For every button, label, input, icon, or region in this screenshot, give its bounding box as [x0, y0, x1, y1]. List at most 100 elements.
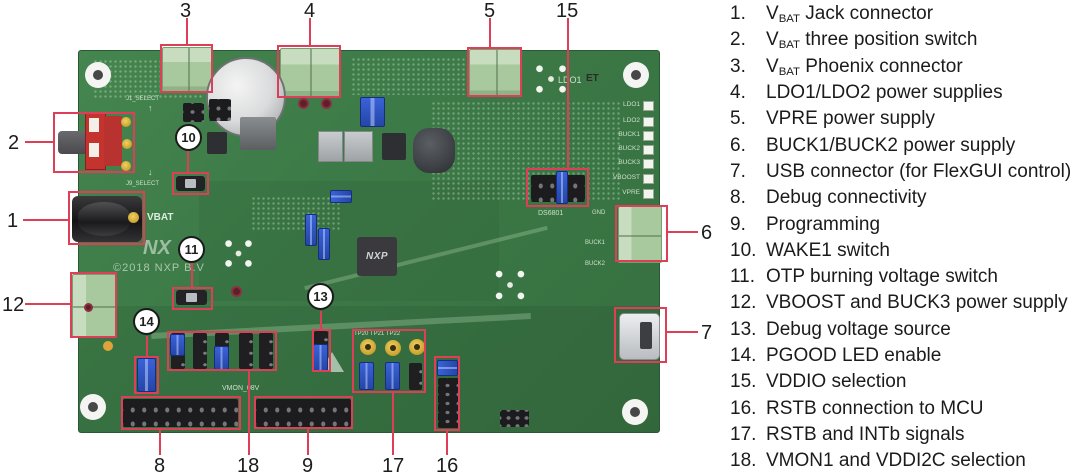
callout-label-15: 15: [556, 0, 579, 22]
legend-item-3: 3. VBAT Phoenix connector: [730, 54, 1078, 80]
legend-item-text: VBAT three position switch: [766, 29, 978, 52]
callout-line-17: [392, 393, 394, 455]
legend-item-text: VBOOST and BUCK3 power supply: [766, 292, 1068, 314]
callout-label-3: 3: [180, 0, 192, 22]
legend-item-text: VBAT Phoenix connector: [766, 55, 963, 78]
pmic-chip-label: NXP: [365, 251, 389, 262]
vbat-switch-pins: [104, 116, 122, 166]
header-2x2: [209, 99, 231, 121]
legend-item-number: 12.: [730, 292, 757, 314]
legend-item-text: VDDIO selection: [766, 371, 907, 393]
jumper-blue: [330, 190, 352, 203]
vddio-jumper: [556, 171, 568, 204]
legend-item-2: 2.VBAT three position switch: [730, 27, 1078, 53]
callout-box-10: [172, 172, 209, 195]
callout-box-6: [615, 205, 668, 262]
led-buck1: [643, 131, 654, 141]
legend-item-13: 13. Debug voltage source: [730, 317, 1078, 343]
silkscreen-led-label: BUCK3: [618, 159, 640, 166]
silkscreen-vmon: VMON_08V: [222, 385, 260, 392]
silkscreen-vbat: VBAT: [147, 212, 174, 223]
silkscreen-j9-select: J9_SELECT: [126, 181, 160, 187]
jumper-blue: [359, 362, 374, 390]
legend-item-number: 18.: [730, 450, 757, 472]
terminal-block-ldo: [280, 48, 340, 98]
switch-pin: [121, 161, 131, 171]
ic-component: [207, 132, 227, 154]
legend-item-text: VMON1 and VDDI2C selection: [766, 450, 1026, 472]
nxp-logo: NX: [143, 237, 171, 259]
legend-item-1: 1.VBAT Jack connector: [730, 1, 1078, 27]
callout-line-9: [307, 429, 309, 455]
callout-label-18: 18: [237, 455, 260, 474]
terminal-block-buck12: [618, 206, 662, 263]
otp-switch: [176, 290, 207, 305]
led-ldo1: [643, 101, 654, 111]
callout-line-5: [489, 18, 491, 47]
legend-item-8: 8.Debug connectivity: [730, 185, 1078, 211]
callout-box-3: [160, 44, 213, 93]
led-buck3: [643, 159, 654, 169]
pgood-jumper: [137, 358, 156, 392]
callout-line-12: [25, 303, 70, 305]
legend-item-text: USB connector (for FlexGUI control): [766, 160, 1072, 182]
legend-item-number: 9.: [730, 213, 746, 235]
led-buck2: [643, 145, 654, 155]
test-point-gold: [385, 340, 401, 356]
legend-item-number: 3.: [730, 55, 746, 77]
callout-label-17: 17: [382, 455, 405, 474]
legend-item-14: 14.PGOOD LED enable: [730, 343, 1078, 369]
unpopulated-pads: [533, 63, 569, 95]
jack-pin: [128, 212, 139, 223]
silkscreen-dot-grid: [251, 196, 341, 231]
silkscreen-ds6801: DS6801: [538, 210, 564, 217]
unpopulated-pads: [223, 238, 254, 269]
callout-line-4: [309, 18, 311, 45]
silkscreen-copyright: ©2018 NXP B.V: [113, 262, 205, 274]
led-vboost: [643, 174, 654, 184]
callout-line-10: [187, 151, 189, 172]
switch-pin: [122, 139, 132, 149]
silkscreen-led-label: VBOOST: [612, 174, 640, 181]
mounting-hole: [80, 394, 106, 420]
test-point: [231, 286, 242, 297]
legend-item-number: 11.: [730, 266, 756, 288]
legend-item-text: PGOOD LED enable: [766, 345, 942, 366]
small-header: [500, 410, 529, 427]
capacitor: [344, 131, 373, 162]
silkscreen-et: ET: [586, 73, 599, 84]
legend-item-text: BUCK1/BUCK2 power supply: [766, 134, 1016, 156]
legend-item-12: 12. VBOOST and BUCK3 power supply: [730, 290, 1078, 316]
callout-label-16: 16: [436, 455, 459, 474]
silkscreen-arrow-up: ↑: [148, 103, 153, 113]
test-point-orange: [103, 341, 113, 351]
silkscreen-led-label: VPRE: [622, 189, 640, 196]
legend-item-number: 15.: [730, 371, 757, 393]
vbat-jack-barrel: [78, 202, 130, 236]
callout-circle-13: 13: [307, 283, 334, 310]
callout-box-12: [70, 272, 117, 338]
legend-item-number: 10.: [730, 239, 757, 261]
legend-item-text: Debug voltage source: [766, 318, 951, 340]
legend-item-18: 18. VMON1 and VDDI2C selection: [730, 448, 1078, 474]
terminal-block-vpre: [469, 49, 522, 97]
legend-item-4: 4.LDO1/LDO2 power supplies: [730, 80, 1078, 106]
test-point-gold: [409, 339, 425, 355]
callout-line-13: [320, 311, 322, 329]
callout-box-1: [68, 191, 145, 245]
mini-usb-slot: [640, 322, 652, 349]
legend-item-text: OTP burning voltage switch: [766, 266, 998, 288]
jumper-blue: [318, 228, 330, 260]
legend-item-number: 13.: [730, 318, 757, 340]
callout-line-11: [191, 263, 193, 287]
pmic-chip: NXP: [357, 237, 397, 276]
silkscreen-led-label: LDO2: [623, 117, 640, 124]
callout-box-8: [121, 396, 241, 430]
programming-pin-header: [256, 399, 351, 427]
led-ldo2: [643, 117, 654, 127]
vbat-switch-slot: [89, 118, 99, 132]
silkscreen-led-label: BUCK1: [618, 131, 640, 138]
legend-item-16: 16.RSTB connection to MCU: [730, 395, 1078, 421]
soic-ic: [382, 133, 406, 160]
switch-pin: [121, 117, 131, 127]
